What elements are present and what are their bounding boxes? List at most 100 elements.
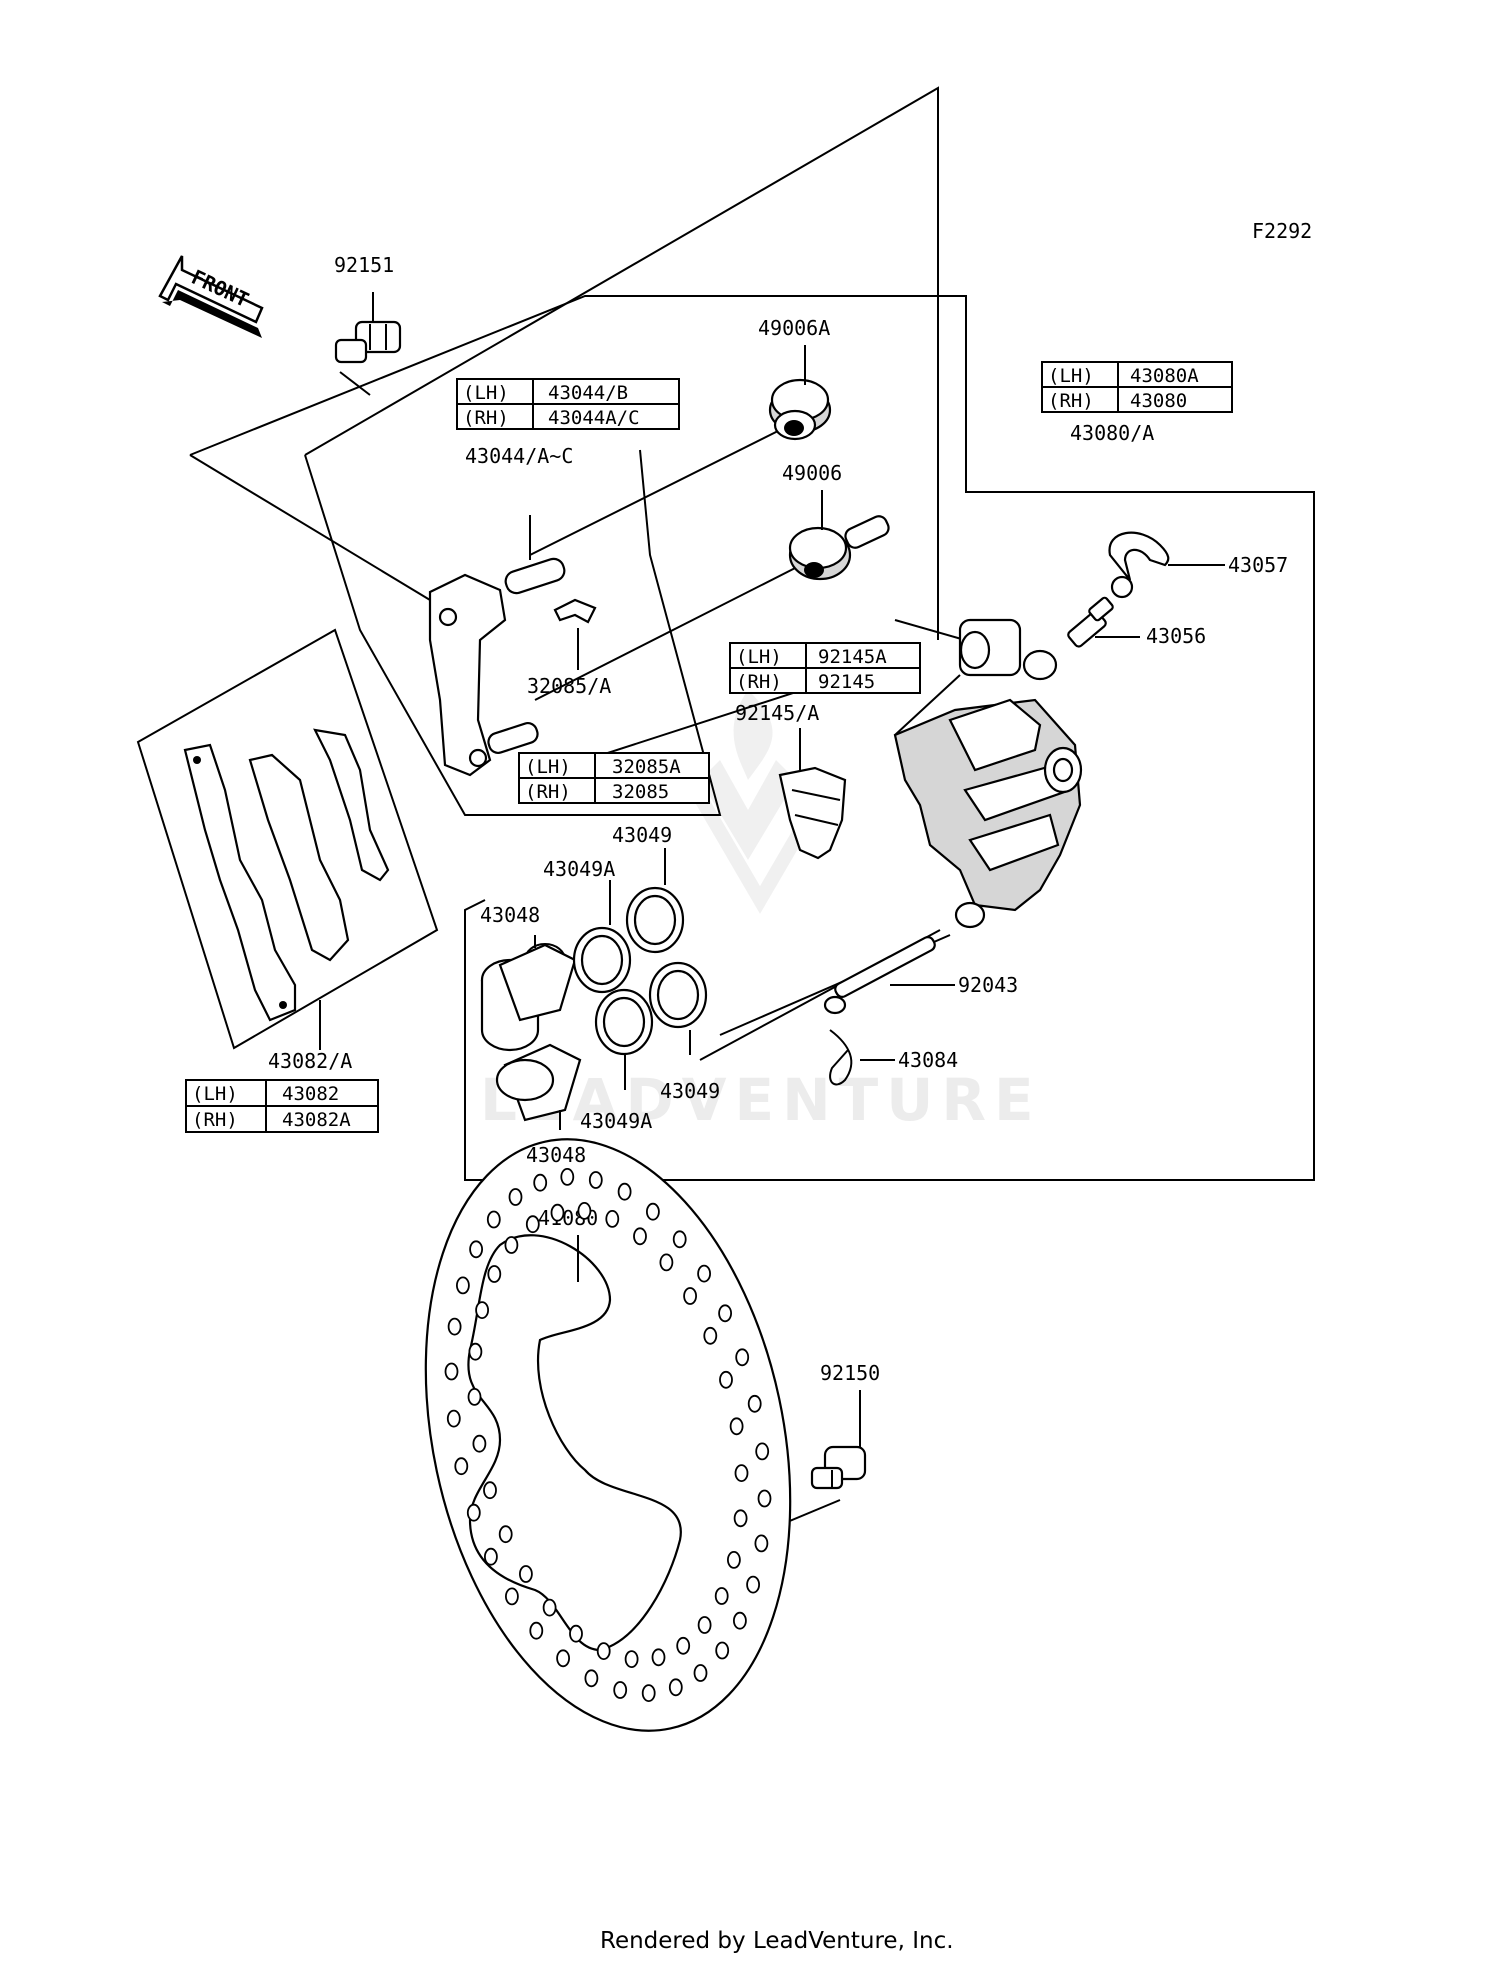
table-43080: (LH) 43080A (RH) 43080 bbox=[1041, 361, 1233, 413]
front-arrow-icon: FRONT bbox=[158, 255, 264, 338]
disc-vent-hole bbox=[525, 1215, 540, 1234]
disc-vent-hole bbox=[529, 1621, 544, 1640]
disc-vent-hole bbox=[734, 1464, 749, 1482]
disc-vent-hole bbox=[676, 1636, 691, 1655]
callout-49006: 49006 bbox=[782, 461, 842, 485]
disc-vent-hole bbox=[747, 1394, 762, 1413]
seal-43049a-bottom bbox=[594, 988, 654, 1056]
table-43082-rh: (RH) bbox=[192, 1109, 238, 1131]
disc-vent-hole bbox=[735, 1348, 750, 1367]
table-43082-rh-part: 43082A bbox=[282, 1109, 351, 1131]
table-92145-rh-part: 92145 bbox=[818, 671, 875, 693]
disc-vent-hole bbox=[715, 1641, 730, 1660]
leader bbox=[894, 619, 966, 641]
leader bbox=[339, 371, 371, 396]
boot-49006 bbox=[788, 515, 890, 581]
callout-49006a: 49006A bbox=[758, 316, 830, 340]
leader bbox=[189, 454, 431, 601]
callout-92145: 92145/A bbox=[735, 701, 819, 725]
disc-vent-hole bbox=[487, 1265, 502, 1283]
callout-43048-top: 43048 bbox=[480, 903, 540, 927]
footer-credit: Rendered by LeadVenture, Inc. bbox=[600, 1928, 954, 1954]
disc-vent-hole bbox=[533, 1173, 548, 1192]
caliper-group-frame bbox=[189, 295, 1315, 1181]
table-43044-rh: (RH) bbox=[463, 407, 509, 429]
leader bbox=[529, 429, 781, 556]
disc-vent-hole bbox=[467, 1388, 482, 1406]
table-32085-rh-part: 32085 bbox=[612, 781, 669, 803]
table-43082-lh: (LH) bbox=[192, 1083, 238, 1105]
pad-frame bbox=[136, 628, 439, 1050]
disc-vent-hole bbox=[550, 1203, 565, 1222]
callout-92150: 92150 bbox=[820, 1361, 880, 1385]
callout-92043: 92043 bbox=[958, 973, 1018, 997]
bolt-92151 bbox=[334, 320, 402, 364]
table-32085-lh: (LH) bbox=[525, 756, 571, 778]
bracket-frame-top bbox=[304, 86, 939, 640]
disc-vent-hole bbox=[504, 1236, 519, 1254]
disc-vent-hole bbox=[454, 1457, 469, 1476]
table-92145-rh: (RH) bbox=[736, 671, 782, 693]
table-43080-lh-part: 43080A bbox=[1130, 365, 1199, 387]
disc-vent-hole bbox=[486, 1210, 501, 1229]
callout-32085: 32085/A bbox=[527, 674, 611, 698]
brake-pads-43082 bbox=[183, 728, 390, 1022]
disc-vent-hole bbox=[617, 1182, 632, 1201]
seal-43049-top bbox=[625, 886, 685, 954]
seal-43049-bottom bbox=[648, 961, 708, 1029]
table-92145-lh: (LH) bbox=[736, 646, 782, 668]
disc-vent-hole bbox=[651, 1648, 666, 1667]
table-43080-rh-part: 43080 bbox=[1130, 390, 1187, 412]
callout-43056: 43056 bbox=[1146, 624, 1206, 648]
clip-43084 bbox=[829, 1029, 853, 1086]
disc-vent-hole bbox=[683, 1287, 697, 1305]
table-43080-lh: (LH) bbox=[1048, 365, 1094, 387]
disc-vent-hole bbox=[733, 1509, 748, 1528]
disc-vent-hole bbox=[498, 1525, 513, 1544]
callout-43048-bottom: 43048 bbox=[526, 1143, 586, 1167]
table-43044-lh: (LH) bbox=[463, 382, 509, 404]
disc-vent-hole bbox=[508, 1188, 523, 1206]
disc-vent-hole bbox=[703, 1326, 718, 1345]
disc-vent-hole bbox=[475, 1301, 490, 1319]
disc-vent-hole bbox=[613, 1681, 628, 1699]
callout-43082: 43082/A bbox=[268, 1049, 352, 1073]
disc-vent-hole bbox=[633, 1227, 647, 1246]
piston-43048-a bbox=[480, 943, 577, 1052]
disc-vent-hole bbox=[569, 1624, 583, 1643]
disc-vent-hole bbox=[519, 1565, 533, 1583]
table-43082-lh-part: 43082 bbox=[282, 1083, 339, 1105]
table-43044-lh-part: 43044/B bbox=[548, 382, 628, 404]
disc-vent-hole bbox=[504, 1587, 519, 1606]
brake-disc-41080 bbox=[424, 1138, 792, 1732]
table-43082: (LH) 43082 (RH) 43082A bbox=[185, 1079, 379, 1133]
disc-vent-hole bbox=[727, 1551, 741, 1569]
disc-vent-hole bbox=[697, 1616, 712, 1634]
disc-vent-hole bbox=[646, 1202, 660, 1221]
disc-vent-hole bbox=[757, 1489, 772, 1508]
disc-vent-hole bbox=[729, 1417, 744, 1436]
disc-vent-hole bbox=[577, 1202, 592, 1220]
caliper-43080 bbox=[893, 618, 1083, 929]
disc-vent-hole bbox=[718, 1304, 732, 1323]
bolt-92150 bbox=[810, 1445, 867, 1490]
disc-vent-hole bbox=[469, 1240, 484, 1259]
disc-vent-hole bbox=[755, 1442, 770, 1461]
disc-vent-hole bbox=[754, 1534, 769, 1553]
boot-49006a bbox=[768, 378, 832, 441]
disc-vent-hole bbox=[719, 1370, 733, 1389]
disc-vent-hole bbox=[659, 1253, 674, 1272]
callout-43044: 43044/A~C bbox=[465, 444, 573, 468]
disc-vent-hole bbox=[468, 1342, 483, 1361]
disc-vent-hole bbox=[455, 1276, 470, 1295]
disc-vent-hole bbox=[584, 1669, 599, 1688]
disc-vent-hole bbox=[444, 1362, 459, 1381]
figure-code: F2292 bbox=[1252, 219, 1312, 243]
disc-vent-hole bbox=[588, 1171, 603, 1189]
leader bbox=[534, 562, 806, 701]
callout-43057: 43057 bbox=[1228, 553, 1288, 577]
table-92145: (LH) 92145A (RH) 92145 bbox=[729, 642, 921, 694]
callout-43049a-bottom: 43049A bbox=[580, 1109, 652, 1133]
disc-vent-hole bbox=[447, 1317, 462, 1336]
